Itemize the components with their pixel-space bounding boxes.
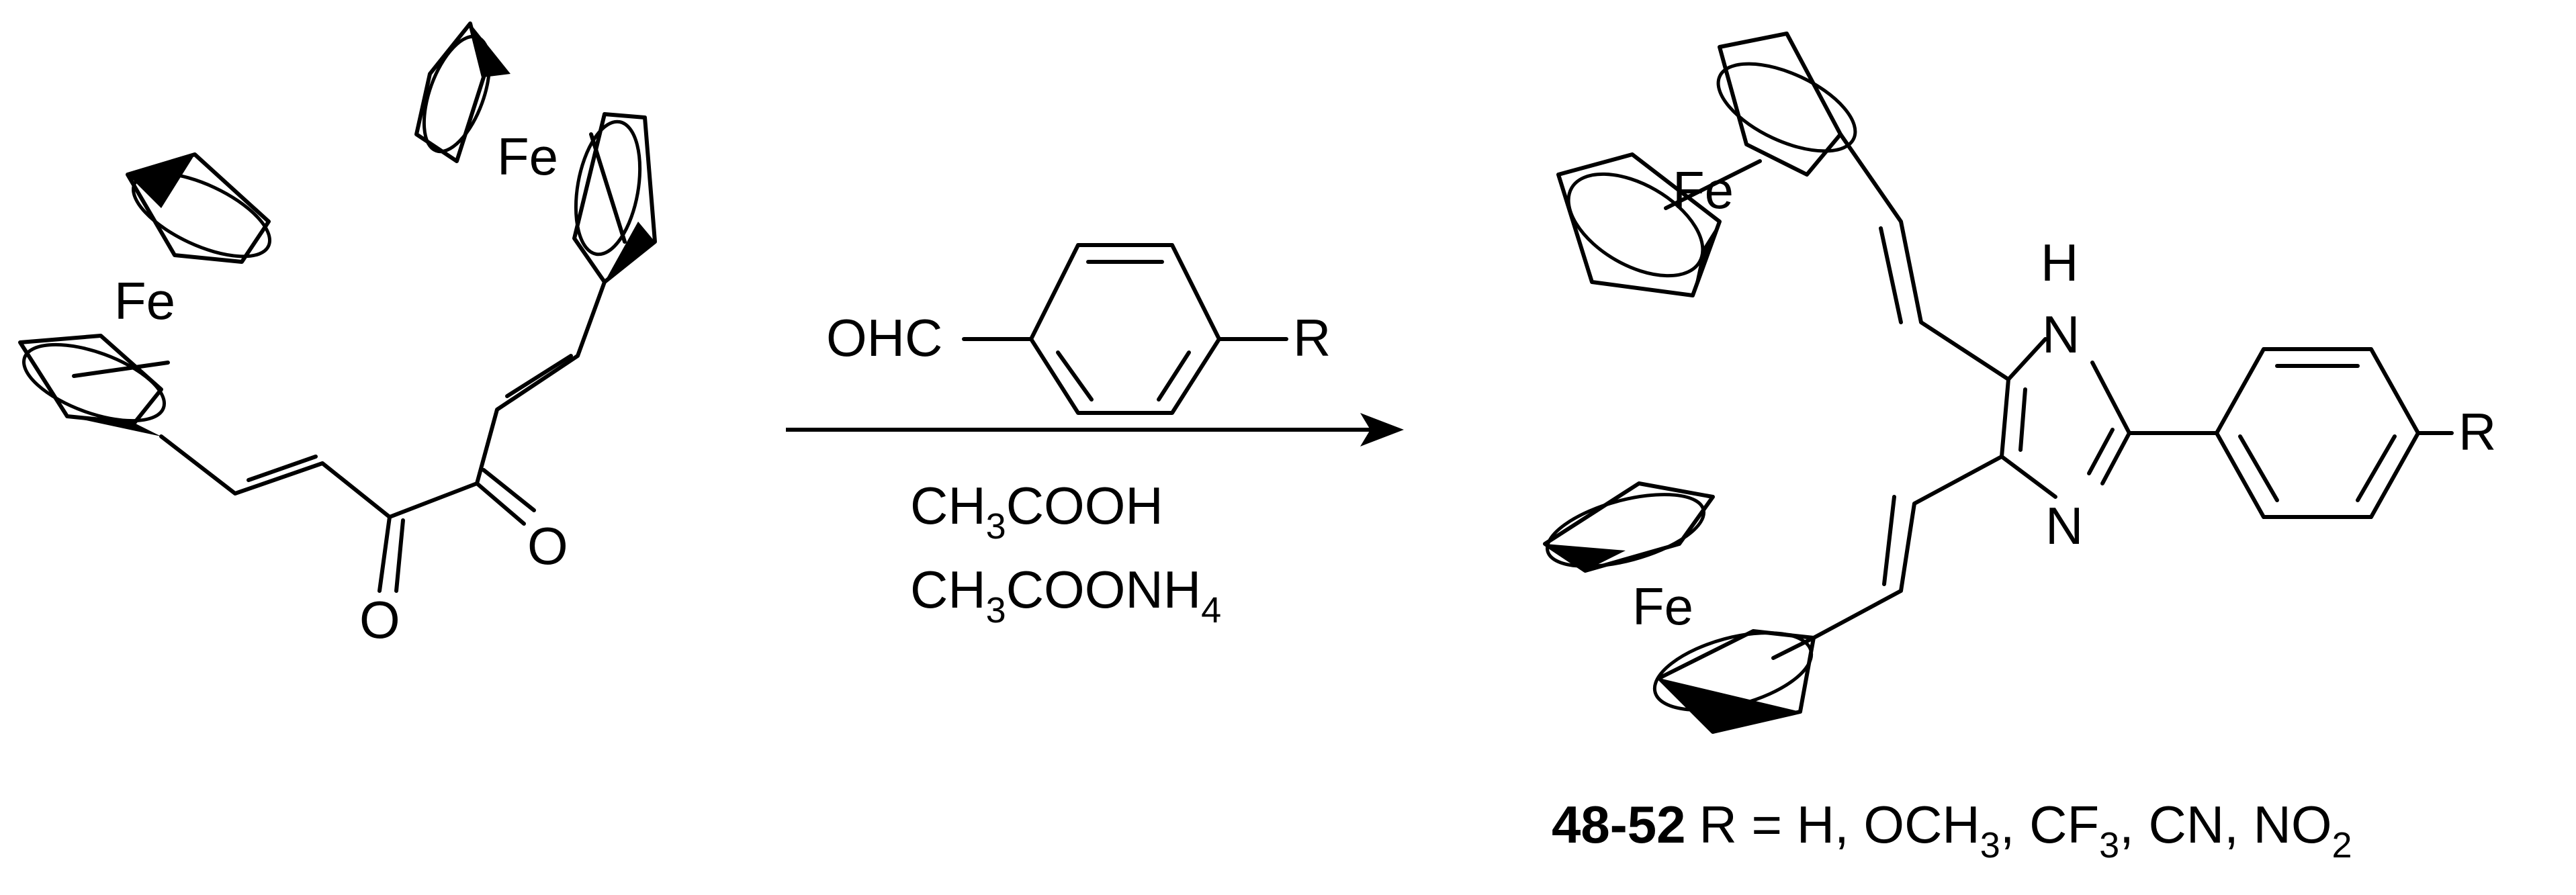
fe-label-upper: Fe [497,127,558,186]
oxygen-label-1: O [359,590,400,649]
product-aryl-ring: R [2127,347,2496,519]
reagent-ammonium-acetate: CH3COONH4 [910,560,1221,630]
reagent-acetic-acid: CH3COOH [910,476,1163,547]
imidazole-ring: H N N [2000,233,2131,555]
dienedione-chain: O O [159,280,607,649]
reactant-molecule: Fe Fe O O [18,21,657,649]
imidazole-n-label: N [2045,496,2083,555]
product-substituent-label: R [2458,402,2496,461]
fe-label-left: Fe [114,271,175,330]
benzaldehyde-reagent: OHC R [826,243,1331,415]
ferrocene-left: Fe [18,152,271,436]
aldehyde-substituent-label: R [1293,308,1331,367]
aldehyde-group-label: OHC [826,308,942,367]
reagents: OHC R CH3COOH CH3COONH4 [786,243,1404,630]
imidazole-nh-h-label: H [2041,233,2078,292]
product-ferrocene-upper: Fe [1556,32,1857,297]
product-ferrocene-lower: Fe [1543,481,1816,734]
imidazole-nh-n-label: N [2042,305,2080,364]
compound-numbers: 48-52 [1552,795,1686,854]
oxygen-label-2: O [527,516,568,575]
product-fe-label-lower: Fe [1632,577,1693,636]
product-molecule: Fe Fe H [1543,32,2496,734]
ferrocene-upper: Fe [414,21,657,284]
reaction-arrow [786,413,1404,446]
